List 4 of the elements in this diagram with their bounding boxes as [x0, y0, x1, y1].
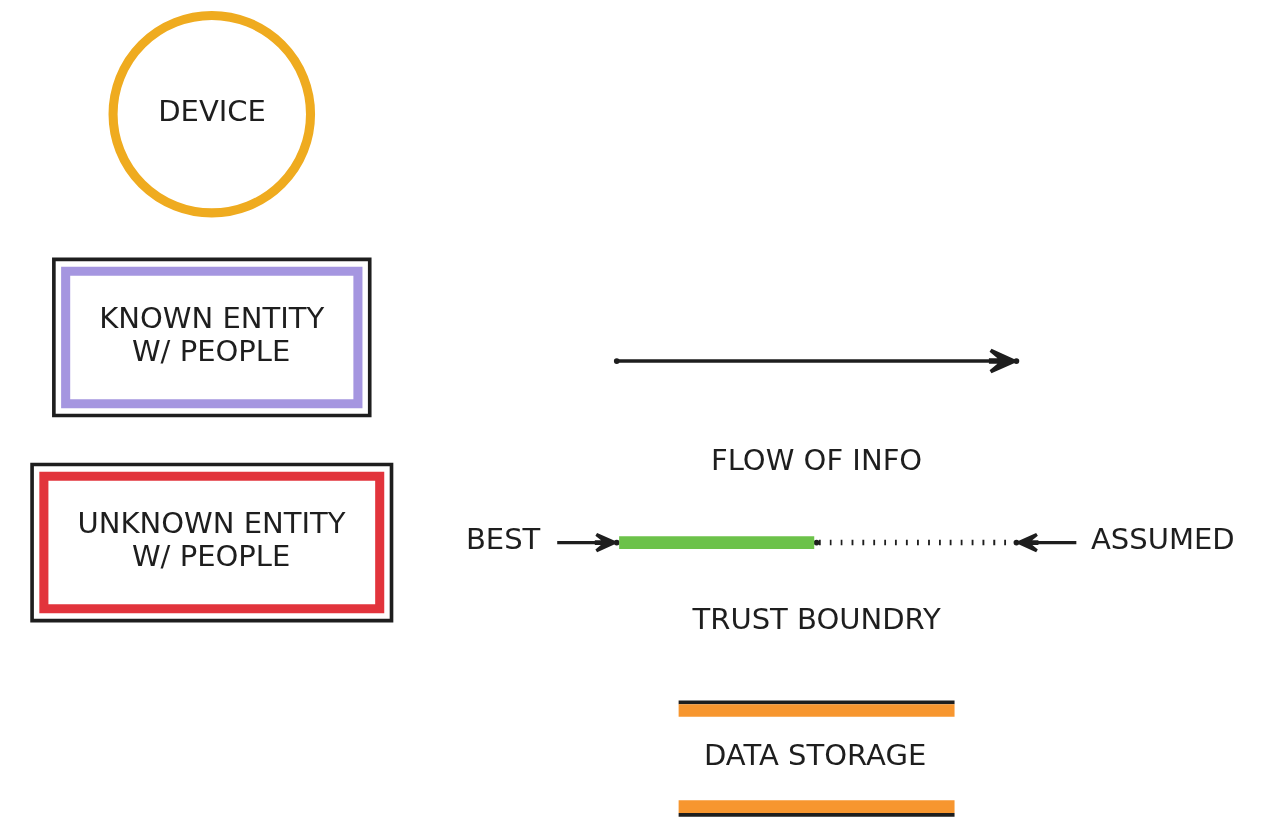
legend-label: FLOW OF INFO	[710, 442, 922, 477]
node-text: BEST	[465, 522, 540, 557]
legend-label: TRUST BOUNDRY	[692, 602, 941, 637]
node-text: ASSUMED	[1090, 522, 1235, 557]
